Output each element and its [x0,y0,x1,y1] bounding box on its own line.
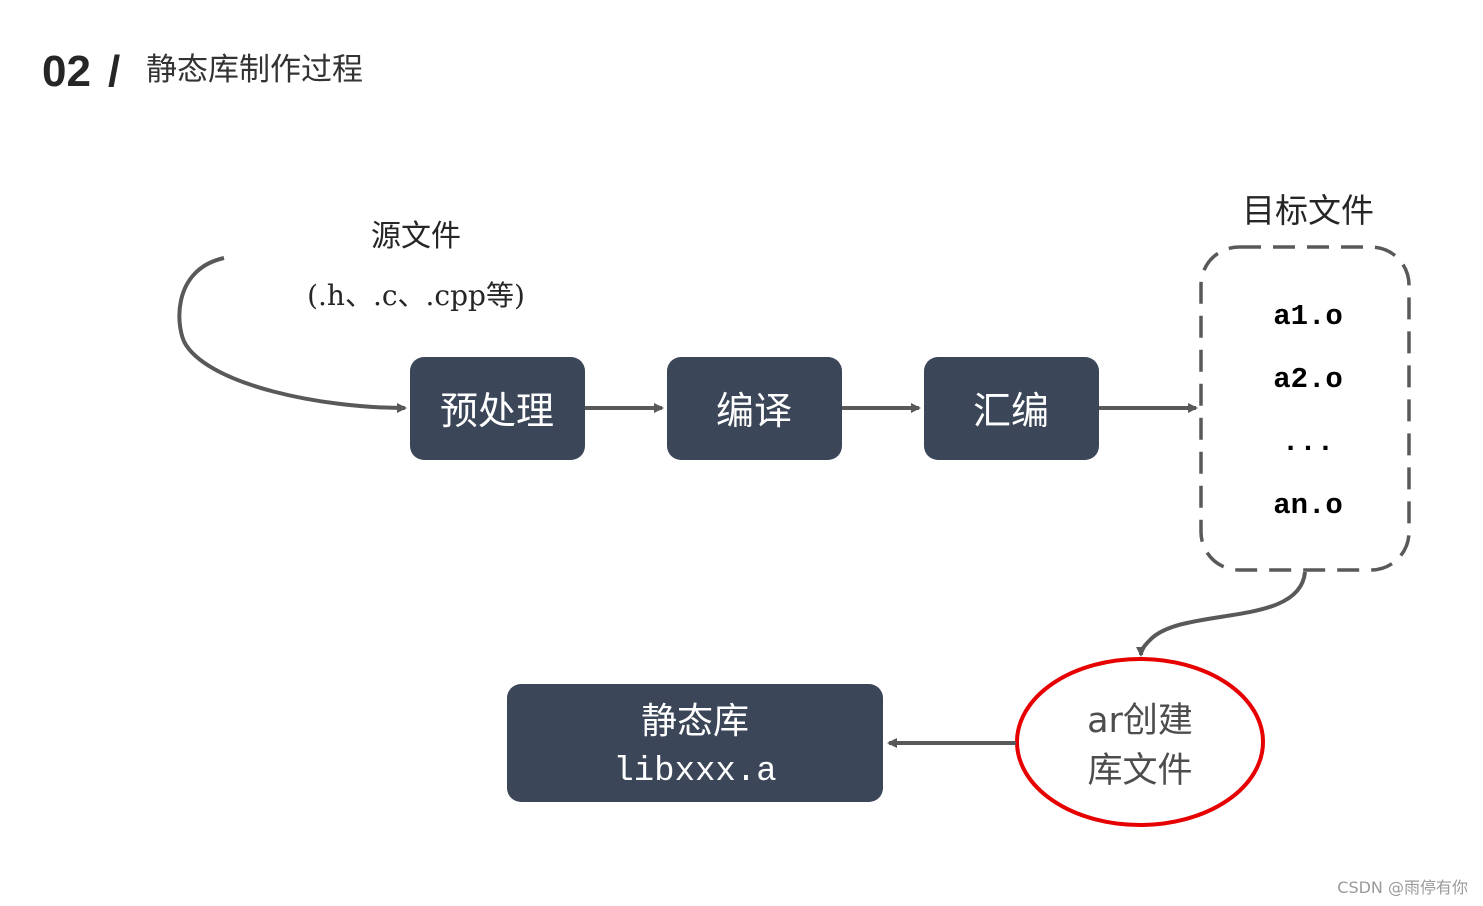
library-box [507,684,883,802]
ar-highlight-ring [1015,657,1265,827]
step-box-assemble [924,357,1099,460]
step-box-compile [667,357,842,460]
objects-to-ar-arrow [1136,571,1307,657]
step-label-compile: 编译 [716,389,792,433]
object-file-1: a1.o [1273,300,1343,333]
library-filename: libxxx.a [613,753,776,791]
source-label: 源文件 [371,219,461,254]
watermark: CSDN @雨停有你 [1337,878,1468,897]
page-title: 静态库制作过程 [146,52,363,88]
objects-dashed-container [1199,245,1411,572]
object-file-ellipsis: ... [1282,426,1334,459]
object-file-n: an.o [1273,489,1343,522]
step-box-preprocess [410,357,585,460]
source-types: (.h、.c、.cpp等) [307,279,525,312]
section-slash: / [108,47,120,96]
objects-label: 目标文件 [1242,191,1374,230]
ar-step-line1: ar创建 [1087,701,1193,741]
step-label-assemble: 汇编 [973,389,1049,433]
object-file-2: a2.o [1273,363,1343,396]
step-label-preprocess: 预处理 [440,389,554,433]
ar-step-line2: 库文件 [1087,751,1192,791]
library-label: 静态库 [641,701,749,742]
section-number: 02 [42,47,91,96]
source-arrow [177,256,407,413]
